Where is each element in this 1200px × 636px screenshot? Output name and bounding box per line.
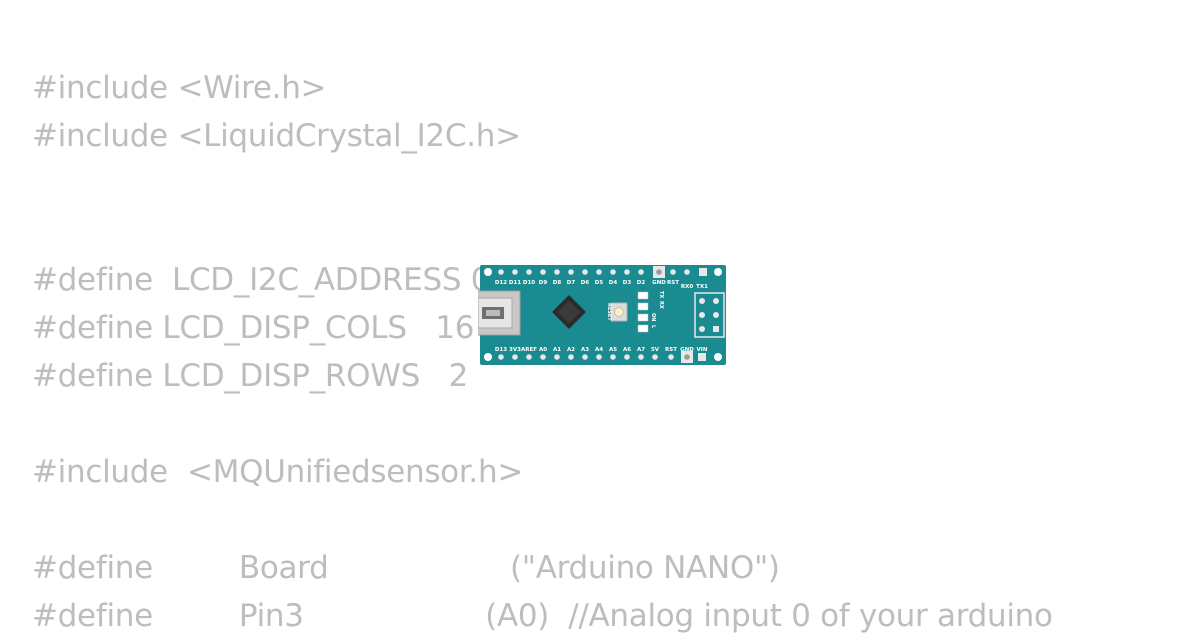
status-leds xyxy=(637,291,649,333)
top-pin-label: D6 xyxy=(581,280,590,286)
code-line-6: #include <MQUnifiedsensor.h> xyxy=(32,454,524,490)
top-pin-label: D2 xyxy=(637,280,646,286)
top-pin-label: D8 xyxy=(553,280,562,286)
bottom-pin-label: 3V3 xyxy=(509,347,521,353)
reset-button-icon xyxy=(610,302,628,322)
top-pin-label: RST xyxy=(667,280,679,286)
top-pin-label: D11 xyxy=(509,280,521,286)
bottom-pin-label: A7 xyxy=(637,347,645,353)
arduino-nano-board[interactable]: D12 D11 D10 D9 D8 D7 D6 D5 D4 D3 D2 GND … xyxy=(473,263,726,366)
top-pin-label: D12 xyxy=(495,280,507,286)
bottom-pin-label: A2 xyxy=(567,347,575,353)
bottom-pin-label: A4 xyxy=(595,347,603,353)
bottom-pin-label: GND xyxy=(680,347,694,353)
bottom-pin-label: A0 xyxy=(539,347,547,353)
bottom-pin-label: 5V xyxy=(651,347,660,353)
code-line-3: #define LCD_I2C_ADDRESS 0x xyxy=(32,262,509,298)
code-line-4: #define LCD_DISP_COLS 16 xyxy=(32,310,475,346)
bottom-header-pins xyxy=(498,351,706,363)
bottom-pin-label: A6 xyxy=(623,347,631,353)
led-label-l: L xyxy=(650,325,656,329)
icsp-header-icon xyxy=(694,292,725,338)
code-line-7: #define Board ("Arduino NANO") xyxy=(32,550,780,586)
bottom-pin-label: D13 xyxy=(495,347,507,353)
code-line-2: #include <LiquidCrystal_I2C.h> xyxy=(32,118,521,154)
top-pin-label: D9 xyxy=(539,280,548,286)
top-pin-label: D10 xyxy=(523,280,535,286)
code-line-1: #include <Wire.h> xyxy=(32,70,327,106)
bottom-pin-label: RST xyxy=(665,347,677,353)
led-label-tx: TX xyxy=(658,291,664,298)
top-pin-label: TX1 xyxy=(696,284,708,290)
reset-label: RESET xyxy=(606,303,612,321)
top-pin-label: GND xyxy=(652,280,666,286)
bottom-pin-label: VIN xyxy=(697,347,708,353)
top-pin-label: D3 xyxy=(623,280,632,286)
top-pin-label: RX0 xyxy=(681,284,693,290)
led-label-on: ON xyxy=(650,313,656,321)
bottom-pin-label: A3 xyxy=(581,347,589,353)
bottom-pin-label: AREF xyxy=(521,347,537,353)
top-pin-label: D4 xyxy=(609,280,618,286)
code-editor: #include <Wire.h> #include <LiquidCrysta… xyxy=(32,0,1200,634)
code-line-5: #define LCD_DISP_ROWS 2 xyxy=(32,358,469,394)
bottom-pin-label: A1 xyxy=(553,347,561,353)
bottom-pin-label: A5 xyxy=(609,347,617,353)
led-label-rx: RX xyxy=(658,301,664,309)
code-line-8: #define Pin3 (A0) //Analog input 0 of yo… xyxy=(32,598,1053,634)
board-pcb xyxy=(480,265,726,365)
top-header-pins xyxy=(498,266,707,278)
usb-connector-icon xyxy=(473,290,521,336)
top-pin-label: D5 xyxy=(595,280,604,286)
top-pin-label: D7 xyxy=(567,280,576,286)
